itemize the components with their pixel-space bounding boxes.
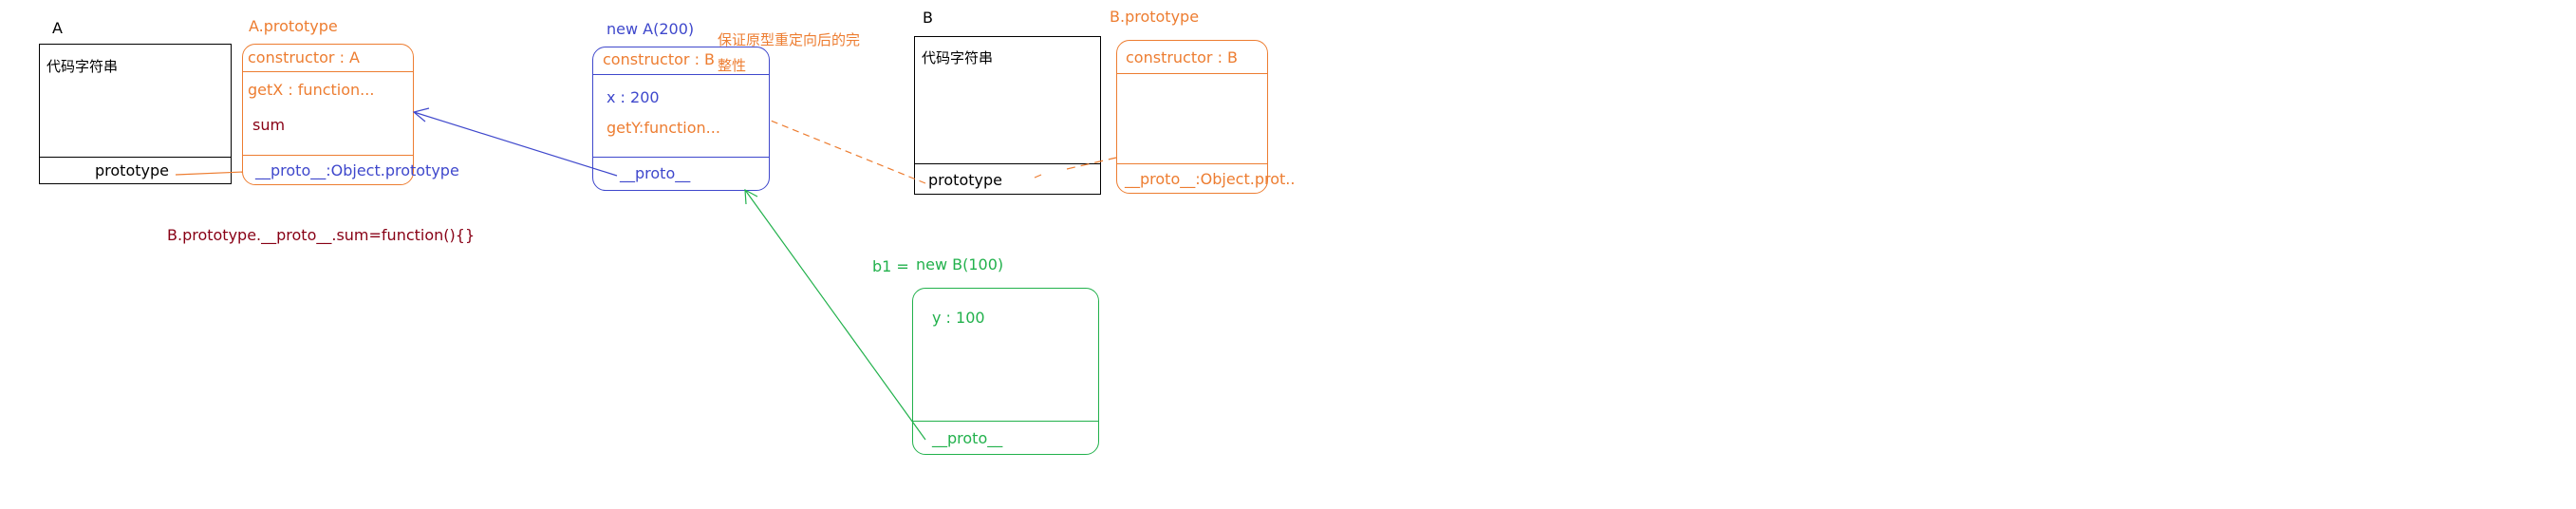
func-a-box: 代码字符串 prototype xyxy=(39,44,232,184)
b-prototype-divider-top xyxy=(1117,73,1267,74)
func-b-code: 代码字符串 xyxy=(922,49,994,66)
note-line-2: 整性 xyxy=(718,57,747,74)
a-prototype-divider-bottom xyxy=(243,155,413,156)
note-line-1: 保证原型重定向后的完 xyxy=(718,31,861,48)
b-prototype-title: B.prototype xyxy=(1110,8,1200,26)
instance-b1-box: y : 100 __proto__ xyxy=(912,288,1099,455)
func-b-label: B xyxy=(923,9,933,27)
instance-b1-title: new B(100) xyxy=(916,255,1004,273)
instance-a-title: new A(200) xyxy=(607,20,695,38)
b-prototype-divider-bottom xyxy=(1117,163,1267,164)
instance-a-gety: getY:function... xyxy=(607,119,720,137)
instance-a-box: constructor : B x : 200 getY:function...… xyxy=(592,47,770,191)
instance-b1-y: y : 100 xyxy=(932,309,985,327)
instance-b1-proto-arrow xyxy=(744,188,926,441)
func-b-prototype-label: prototype xyxy=(928,171,1002,189)
b-prototype-redirect-link xyxy=(770,120,926,184)
func-a-divider xyxy=(40,157,231,158)
b-prototype-box: constructor : B __proto__:Object.prot.. xyxy=(1116,40,1295,194)
a-prototype-divider-top xyxy=(243,71,413,72)
a-prototype-constructor: constructor : A xyxy=(248,48,360,66)
instance-a-proto: __proto__ xyxy=(620,164,691,182)
instance-a-constructor: constructor : B xyxy=(603,50,716,68)
a-prototype-title: A.prototype xyxy=(249,17,338,35)
b-prototype-proto: __proto__:Object.prot.. xyxy=(1125,170,1296,188)
instance-a-divider-top xyxy=(593,74,769,75)
func-a-code: 代码字符串 xyxy=(47,58,119,75)
instance-b1-var: b1 = xyxy=(872,257,909,275)
a-prototype-box: constructor : A getX : function... sum _… xyxy=(242,44,459,185)
a-prototype-proto: __proto__:Object.prototype xyxy=(255,161,459,179)
instance-b1-divider xyxy=(913,421,1098,422)
instance-b1-proto: __proto__ xyxy=(932,429,1003,447)
func-a-prototype-label: prototype xyxy=(95,161,169,179)
func-b-divider xyxy=(915,163,1100,164)
a-prototype-getx: getX : function... xyxy=(248,81,375,99)
b-prototype-constructor: constructor : B xyxy=(1126,48,1239,66)
func-a-label: A xyxy=(52,19,63,37)
a-prototype-sum: sum xyxy=(252,116,286,134)
instance-a-divider-bottom xyxy=(593,157,769,158)
instance-a-x: x : 200 xyxy=(607,88,660,106)
func-b-box: 代码字符串 prototype xyxy=(914,36,1101,195)
code-line: B.prototype.__proto__.sum=function(){} xyxy=(167,226,476,244)
